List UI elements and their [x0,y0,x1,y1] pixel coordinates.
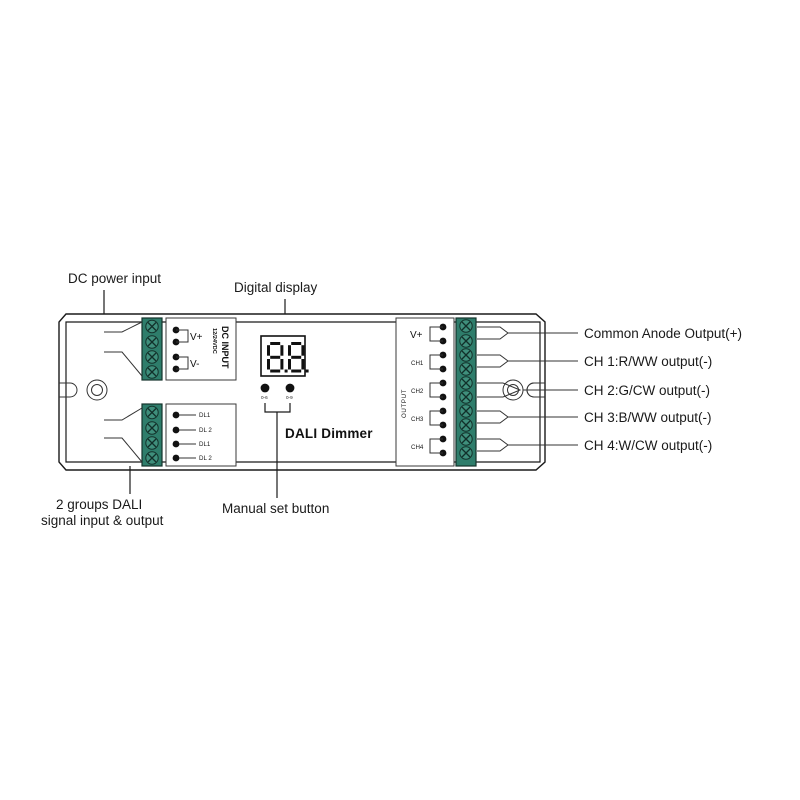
output-label-ch2: CH 2:G/CW output(-) [584,383,710,398]
output-pin-label-ch4: CH4 [411,444,424,451]
callout-dali-groups-line2: signal input & output [41,513,164,528]
output-label-common-anode: Common Anode Output(+) [584,326,742,341]
left-mount-notch [59,382,78,398]
manual-set-buttons[interactable]: 0-6 0-9 [260,383,295,400]
callout-digital-display: Digital display [234,280,318,295]
left-mount-hole-outer [86,379,108,401]
dc-input-terminal-block[interactable] [141,317,163,381]
output-leader-4 [477,410,578,424]
dali-pad-1 [172,411,180,419]
dc-input-voltage: 12/24VDC [211,328,217,354]
device-brand-label: DALI Dimmer [285,426,373,441]
output-terminal-screws [459,319,473,460]
dc-input-label-box: V+ V- DC INPUT 12/24VDC [165,317,237,381]
digital-display [260,335,309,377]
right-mount-hole-inner [507,384,519,396]
dali-pin-label-4: DL 2 [199,455,212,462]
output-label-ch1: CH 1:R/WW output(-) [584,354,712,369]
callout-dc-power-input: DC power input [68,271,161,286]
dc-input-title: DC INPUT [220,326,230,369]
dali-pin-label-3: DL1 [199,441,211,448]
button-0-6[interactable] [260,383,270,393]
output-terminal-block[interactable] [455,317,477,467]
callout-dali-groups-line1: 2 groups DALI [56,497,142,512]
dc-input-wire-funnel [104,321,143,377]
button-0-9[interactable] [285,383,295,393]
left-mount-hole-inner [91,384,103,396]
dali-pin-label-1: DL1 [199,412,211,419]
dali-label-box: DL1 DL 2 DL1 DL 2 [165,403,237,467]
output-pin-label-ch1: CH1 [411,360,424,367]
output-leader-2 [477,354,578,368]
dc-terminal-screws [145,319,159,379]
button-0-9-label: 0-9 [286,395,293,400]
callout-manual-set-button: Manual set button [222,501,329,516]
output-label-ch3: CH 3:B/WW output(-) [584,410,712,425]
dali-terminal-block[interactable] [141,403,163,467]
output-pin-label-ch2: CH2 [411,388,424,395]
display-digit-2 [288,342,309,373]
dc-pin-label-vminus: V- [190,359,199,370]
output-pin-label-vplus: V+ [410,330,423,341]
dali-wire-funnel [104,407,143,463]
output-label-box: OUTPUT V+ CH1 CH2 CH3 CH4 [395,317,455,467]
output-leader-3 [477,382,578,398]
output-leader-5 [477,438,578,452]
dali-pad-3 [172,440,180,448]
button-0-6-label: 0-6 [261,395,268,400]
dali-pad-4 [172,454,180,462]
output-pin-label-ch3: CH3 [411,416,424,423]
dc-pin-label-vplus: V+ [190,332,203,343]
output-leader-1 [477,326,578,340]
output-label-ch4: CH 4:W/CW output(-) [584,438,712,453]
display-digit-1 [267,342,288,373]
output-block-title: OUTPUT [401,389,408,418]
dali-pin-label-2: DL 2 [199,427,212,434]
dali-terminal-screws [145,405,159,465]
dali-pad-2 [172,426,180,434]
